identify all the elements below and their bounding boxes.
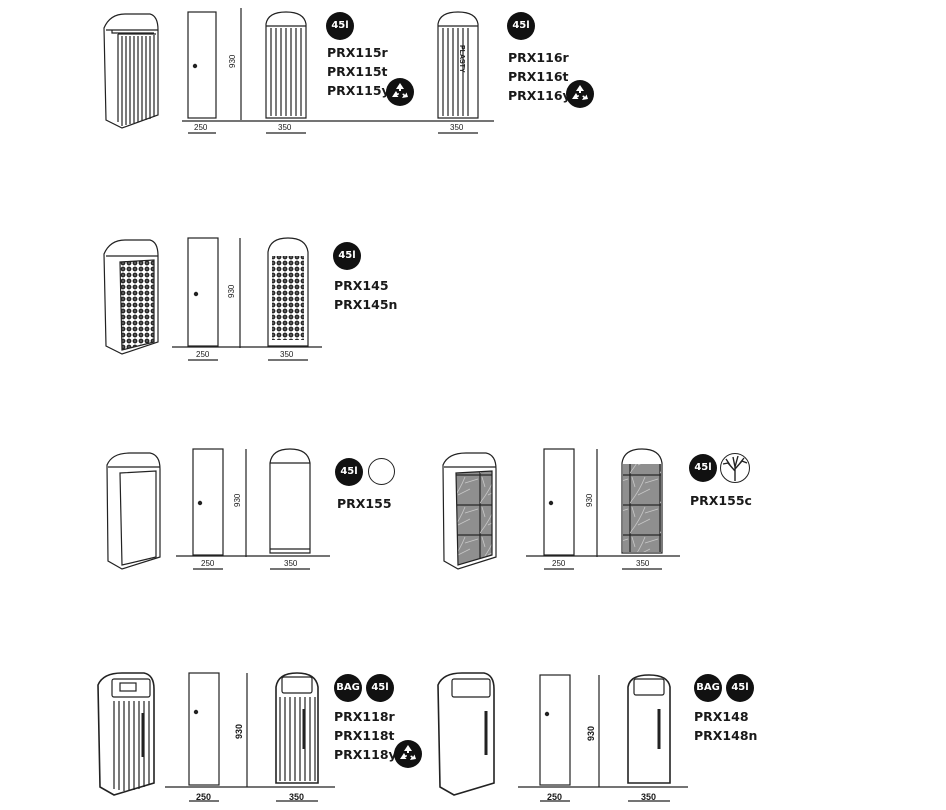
code: PRX116y — [508, 88, 571, 103]
bin-perspective-prx115 — [103, 13, 159, 129]
capacity-badge: 45l — [366, 674, 394, 702]
code: PRX148n — [694, 728, 758, 743]
dim-height-label: 930 — [234, 723, 244, 739]
recycle-icon — [386, 78, 414, 106]
bin-perspective-prx145 — [103, 239, 159, 355]
bin-perspective-prx155c — [442, 452, 497, 570]
dim-depth-label: 350 — [280, 350, 294, 359]
code: PRX145n — [334, 297, 398, 312]
capacity-badge: 45l — [326, 12, 354, 40]
bag-badge: BAG — [334, 674, 362, 702]
code: PRX148 — [694, 709, 749, 724]
capacity-badge: 45l — [726, 674, 754, 702]
recycle-icon — [394, 740, 422, 768]
dim-height-label: 930 — [227, 284, 236, 298]
dim-height-label: 930 — [233, 493, 242, 507]
dim-height-label: 930 — [228, 54, 237, 68]
code: PRX115r — [327, 45, 388, 60]
side-view-prx145 — [187, 237, 219, 347]
row-prx118-prx148: 250 350 930 250 350 930 BAG 45l PRX118r … — [0, 665, 946, 810]
code: PRX118y — [334, 747, 397, 762]
side-view-prx155c — [543, 448, 575, 556]
product-codes-prx115: PRX115r PRX115t PRX115y — [327, 43, 390, 100]
dim-depth-label: 350 — [636, 559, 650, 568]
side-view-prx118 — [188, 672, 220, 786]
dim-depth-label: 350 — [450, 123, 464, 132]
row-prx145: 250 350 930 45l PRX145 PRX145n — [0, 230, 946, 370]
bin-drawings-row3 — [106, 448, 680, 570]
dim-width-label: 250 — [194, 123, 208, 132]
code: PRX115y — [327, 83, 390, 98]
tree-icon — [720, 453, 750, 483]
dim-width-label: 250 — [552, 559, 566, 568]
front-view-prx145 — [267, 237, 309, 347]
front-view-prx155 — [269, 448, 311, 554]
bin-perspective-prx118 — [97, 672, 155, 796]
dim-height-label: 930 — [585, 493, 594, 507]
capacity-badge: 45l — [507, 12, 535, 40]
side-view-prx148 — [539, 674, 571, 786]
side-view-prx155 — [192, 448, 224, 556]
bin-drawings-row1 — [103, 8, 494, 134]
capacity-badge: 45l — [333, 242, 361, 270]
code: PRX115t — [327, 64, 388, 79]
product-codes-prx145: PRX145 PRX145n — [334, 276, 397, 314]
row-prx155: 250 350 930 250 350 930 45l PRX155 45l P… — [0, 445, 946, 580]
blank-circle-icon — [368, 458, 395, 485]
bag-badge: BAG — [694, 674, 722, 702]
product-codes-prx148: PRX148 PRX148n — [694, 707, 757, 745]
front-view-prx115 — [265, 11, 307, 119]
dim-width-label: 250 — [196, 350, 210, 359]
code: PRX118t — [334, 728, 395, 743]
code: PRX116r — [508, 50, 569, 65]
row-prx115-prx116: PLASTY 250 350 350 930 45l PRX115r PRX11… — [0, 0, 946, 140]
dim-depth-label: 350 — [284, 559, 298, 568]
front-view-prx116 — [437, 11, 479, 119]
code: PRX155c — [690, 493, 752, 508]
dim-width-label: 250 — [547, 792, 563, 802]
code: PRX155 — [337, 496, 392, 511]
product-codes-prx155: PRX155 — [337, 494, 392, 513]
front-view-prx148 — [627, 674, 671, 784]
code: PRX145 — [334, 278, 389, 293]
bin-drawings-row4 — [97, 672, 688, 802]
front-view-prx118 — [275, 672, 319, 784]
dim-depth-label: 350 — [641, 792, 657, 802]
capacity-badge: 45l — [689, 454, 717, 482]
dim-depth-label: 350 — [289, 792, 305, 802]
code: PRX118r — [334, 709, 395, 724]
product-codes-prx118: PRX118r PRX118t PRX118y — [334, 707, 397, 764]
dim-height-label: 930 — [586, 725, 596, 741]
bin-drawings-row2 — [103, 237, 322, 361]
bin-perspective-prx148 — [437, 672, 495, 796]
code: PRX116t — [508, 69, 569, 84]
dim-depth-label: 350 — [278, 123, 292, 132]
bin-perspective-prx155 — [106, 452, 161, 570]
capacity-badge: 45l — [335, 458, 363, 486]
dim-width-label: 250 — [201, 559, 215, 568]
product-codes-prx116: PRX116r PRX116t PRX116y — [508, 48, 571, 105]
front-view-prx155c — [621, 448, 663, 554]
recycle-icon — [566, 80, 594, 108]
side-view-prx115 — [187, 11, 217, 119]
product-codes-prx155c: PRX155c — [690, 491, 752, 510]
vertical-label-plasty: PLASTY — [458, 45, 465, 73]
dim-width-label: 250 — [196, 792, 212, 802]
